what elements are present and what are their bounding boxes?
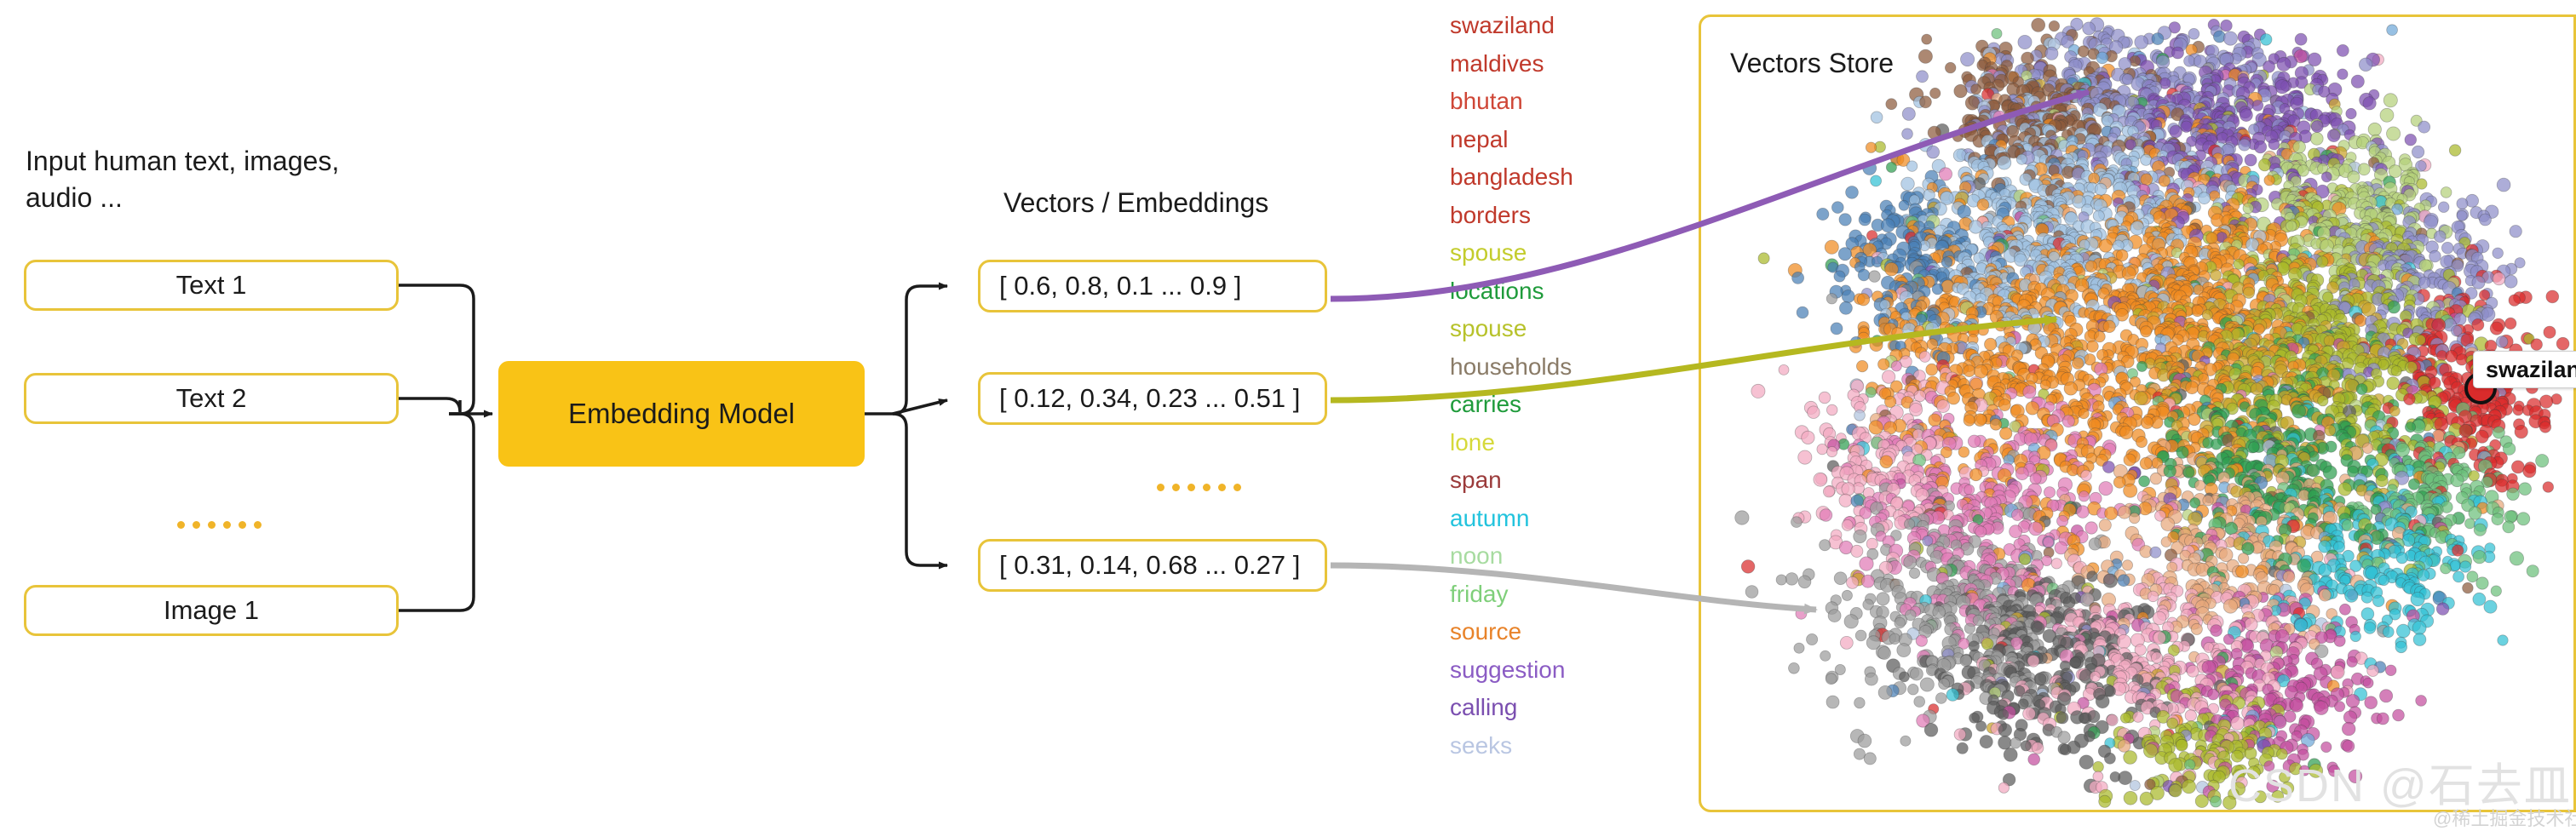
input-box-label: Image 1 — [163, 595, 259, 625]
embedding-scatter-plot — [1734, 17, 2570, 810]
word-list-item: spouse — [1450, 239, 1527, 266]
word-list-item: source — [1450, 618, 1522, 645]
word-list-item: spouse — [1450, 315, 1527, 341]
input-ellipsis-dots — [177, 521, 262, 529]
vectors-store-title: Vectors Store — [1730, 48, 1895, 78]
embedding-model-label: Embedding Model — [568, 398, 795, 429]
embedding-model-block[interactable]: Embedding Model — [498, 361, 865, 467]
word-list-item: swaziland — [1450, 12, 1555, 38]
word-list-item: noon — [1450, 542, 1504, 569]
juejin-watermark: @稀土掘金技术社区 — [2433, 808, 2576, 829]
word-list: swaziland maldives bhutan nepal bangladesh bo… — [1450, 7, 1663, 765]
highlighted-point-tooltip: swaziland — [2473, 351, 2576, 388]
word-list-item: maldives — [1450, 49, 1544, 77]
word-list-item: friday — [1450, 580, 1509, 607]
vector-value: [ 0.12, 0.34, 0.23 ... 0.51 ] — [999, 383, 1301, 413]
word-list-item: calling — [1450, 694, 1518, 720]
input-box-label: Text 1 — [175, 270, 247, 300]
word-list-item: households — [1450, 352, 1573, 380]
word-list-item: seeks — [1450, 731, 1513, 759]
word-list-item: suggestion — [1450, 656, 1566, 683]
word-list-item: borders — [1450, 201, 1531, 228]
vector-box-1[interactable]: [ 0.12, 0.34, 0.23 ... 0.51 ] — [978, 372, 1327, 425]
word-list-item: carries — [1450, 391, 1522, 417]
input-box-text-2[interactable]: Text 2 — [24, 373, 399, 424]
vectors-embeddings-title: Vectors / Embeddings — [1003, 187, 1269, 218]
csdn-watermark: CSDN @石去皿 — [2228, 760, 2572, 811]
input-box-text-1[interactable]: Text 1 — [24, 260, 399, 311]
vector-box-2[interactable]: [ 0.31, 0.14, 0.68 ... 0.27 ] — [978, 539, 1327, 592]
vectors-store-panel: Vectors Store — [1699, 14, 2576, 812]
vector-box-0[interactable]: [ 0.6, 0.8, 0.1 ... 0.9 ] — [978, 260, 1327, 312]
word-list-item: bangladesh — [1450, 163, 1573, 190]
vector-value: [ 0.6, 0.8, 0.1 ... 0.9 ] — [999, 271, 1242, 301]
input-box-image-1[interactable]: Image 1 — [24, 585, 399, 636]
input-caption: Input human text, images, audio ... — [26, 146, 340, 214]
word-list-item: autumn — [1450, 504, 1530, 531]
word-list-item: nepal — [1450, 125, 1509, 152]
word-list-item: span — [1450, 467, 1502, 493]
word-list-item: bhutan — [1450, 88, 1523, 114]
input-box-label: Text 2 — [175, 383, 247, 413]
vector-value: [ 0.31, 0.14, 0.68 ... 0.27 ] — [999, 550, 1301, 580]
word-list-item: locations — [1450, 277, 1544, 304]
word-list-item: lone — [1450, 428, 1495, 456]
vectors-ellipsis-dots — [1157, 484, 1241, 491]
highlighted-point-label: swaziland — [2486, 356, 2576, 382]
